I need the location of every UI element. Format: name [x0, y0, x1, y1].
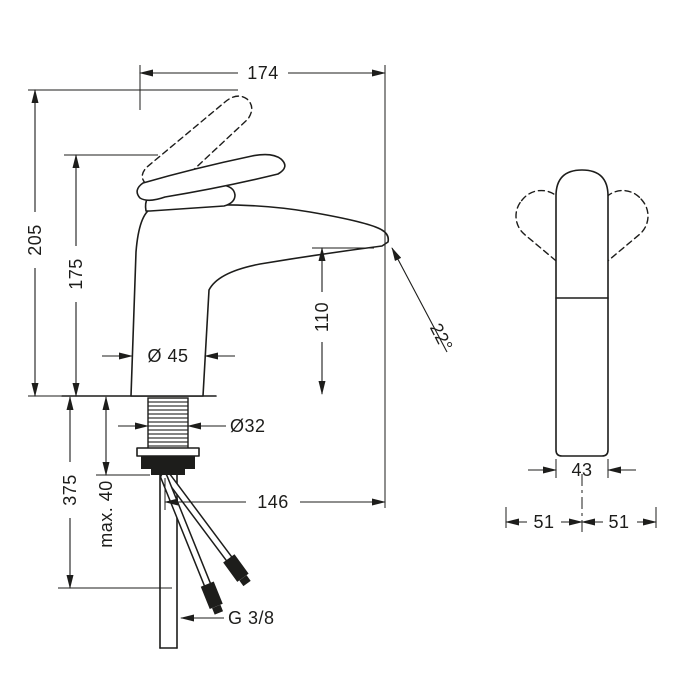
dim-175: 175: [64, 154, 158, 397]
side-view: [61, 95, 390, 649]
dim-375-label: 375: [60, 474, 80, 506]
dim-146-label: 146: [257, 492, 289, 512]
dim-174-label: 174: [247, 63, 279, 83]
flex-hose-2-inner: [161, 474, 211, 589]
handle-lever-raised-outline: [141, 95, 253, 190]
front-view: [515, 169, 649, 536]
handle-lever: [136, 153, 286, 202]
dim-205-label: 205: [25, 224, 45, 256]
mounting-washer: [136, 447, 200, 457]
dim-connection-thread: G 3/8: [180, 608, 275, 628]
flex-hose-1-inner: [165, 474, 233, 563]
dim-110: 110: [312, 247, 374, 395]
dim-146: 146: [164, 478, 386, 512]
dim-205: 205: [25, 89, 238, 397]
dim-base-diameter-label: Ø 45: [147, 346, 188, 366]
faucet-front-body: [555, 169, 609, 457]
dim-connection-thread-label: G 3/8: [228, 608, 275, 628]
dim-51-right: 51: [581, 507, 657, 532]
dimensions: 174 205 175 110 Ø 45: [25, 63, 657, 628]
dim-spray-angle: 22°: [391, 247, 457, 355]
hose-fitting-2: [200, 581, 224, 615]
hose-fitting-1: [223, 554, 251, 587]
faucet-body: [130, 204, 390, 397]
mounting-nut-lower: [151, 469, 185, 475]
dim-375: 375: [58, 396, 172, 589]
dim-51-left: 51: [505, 507, 583, 532]
dim-43: 43: [528, 459, 636, 480]
dim-110-label: 110: [312, 302, 332, 332]
dim-spray-angle-label: 22°: [426, 320, 457, 355]
dim-43-label: 43: [571, 460, 592, 480]
dim-max-40-label: max. 40: [96, 480, 116, 548]
dim-base-diameter: Ø 45: [102, 346, 235, 366]
dim-51-left-label: 51: [533, 512, 554, 532]
dim-shank-diameter-label: Ø32: [230, 416, 266, 436]
dim-175-label: 175: [66, 258, 86, 290]
dim-max-40: max. 40: [96, 396, 150, 548]
mounting-nut: [141, 456, 195, 469]
dim-shank-diameter: Ø32: [118, 416, 266, 436]
dim-51-right-label: 51: [608, 512, 629, 532]
dim-174: 174: [139, 63, 386, 508]
threaded-shank: [147, 397, 189, 451]
